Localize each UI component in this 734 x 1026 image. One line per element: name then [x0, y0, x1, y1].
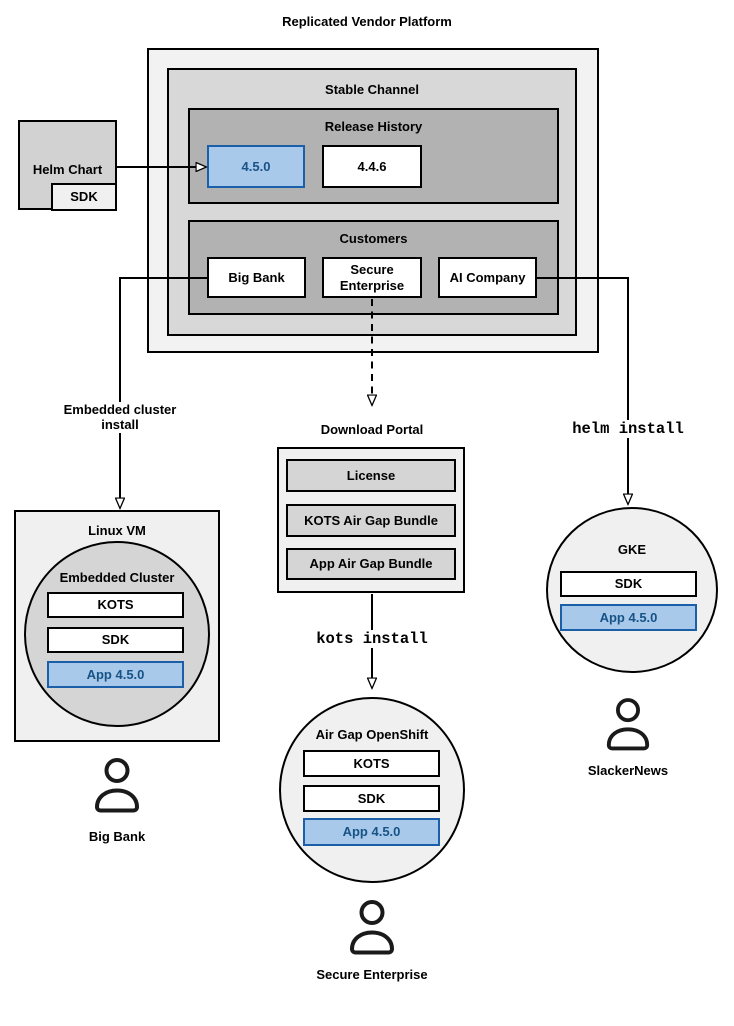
- slackernews-user-label: SlackerNews: [587, 763, 669, 778]
- user-icon: [350, 900, 394, 955]
- helm-chart-label: Helm Chart: [32, 162, 103, 177]
- linux-vm-app-box: App 4.5.0: [47, 661, 184, 688]
- kots-install-label: kots install: [302, 630, 442, 649]
- linux-vm-label: Linux VM: [88, 523, 146, 538]
- openshift-sdk-box: SDK: [303, 785, 440, 812]
- linux-vm-sdk-box: SDK: [47, 627, 184, 653]
- download-portal-label: Download Portal: [320, 422, 424, 437]
- customers-label: Customers: [339, 231, 408, 246]
- embedded-cluster-install-label: Embedded cluster install: [62, 402, 178, 433]
- release-4-5-0: 4.5.0: [207, 145, 305, 188]
- linux-vm-kots-box: KOTS: [47, 592, 184, 618]
- helm-chart-sdk-box: SDK: [51, 183, 117, 211]
- gke-sdk-box: SDK: [560, 571, 697, 597]
- secure-enterprise-user-label: Secure Enterprise: [316, 967, 428, 982]
- release-history-label: Release History: [324, 119, 423, 134]
- gke-app-box: App 4.5.0: [560, 604, 697, 631]
- kots-air-gap-bundle-box: KOTS Air Gap Bundle: [286, 504, 456, 537]
- stable-channel-label: Stable Channel: [325, 82, 419, 97]
- helm-install-label: helm install: [558, 420, 698, 439]
- license-box: License: [286, 459, 456, 492]
- release-4-4-6: 4.4.6: [322, 145, 422, 188]
- customer-big-bank: Big Bank: [207, 257, 306, 298]
- user-icon: [95, 758, 139, 813]
- diagram-title: Replicated Vendor Platform: [282, 14, 452, 29]
- customer-ai-company: AI Company: [438, 257, 537, 298]
- customer-secure-enterprise: Secure Enterprise: [322, 257, 422, 298]
- app-air-gap-bundle-box: App Air Gap Bundle: [286, 548, 456, 580]
- gke-label: GKE: [617, 542, 647, 557]
- user-icon: [606, 698, 650, 751]
- big-bank-user-label: Big Bank: [88, 829, 146, 844]
- air-gap-openshift-label: Air Gap OpenShift: [315, 727, 429, 742]
- openshift-app-box: App 4.5.0: [303, 818, 440, 846]
- openshift-kots-box: KOTS: [303, 750, 440, 777]
- embedded-cluster-label: Embedded Cluster: [59, 570, 175, 585]
